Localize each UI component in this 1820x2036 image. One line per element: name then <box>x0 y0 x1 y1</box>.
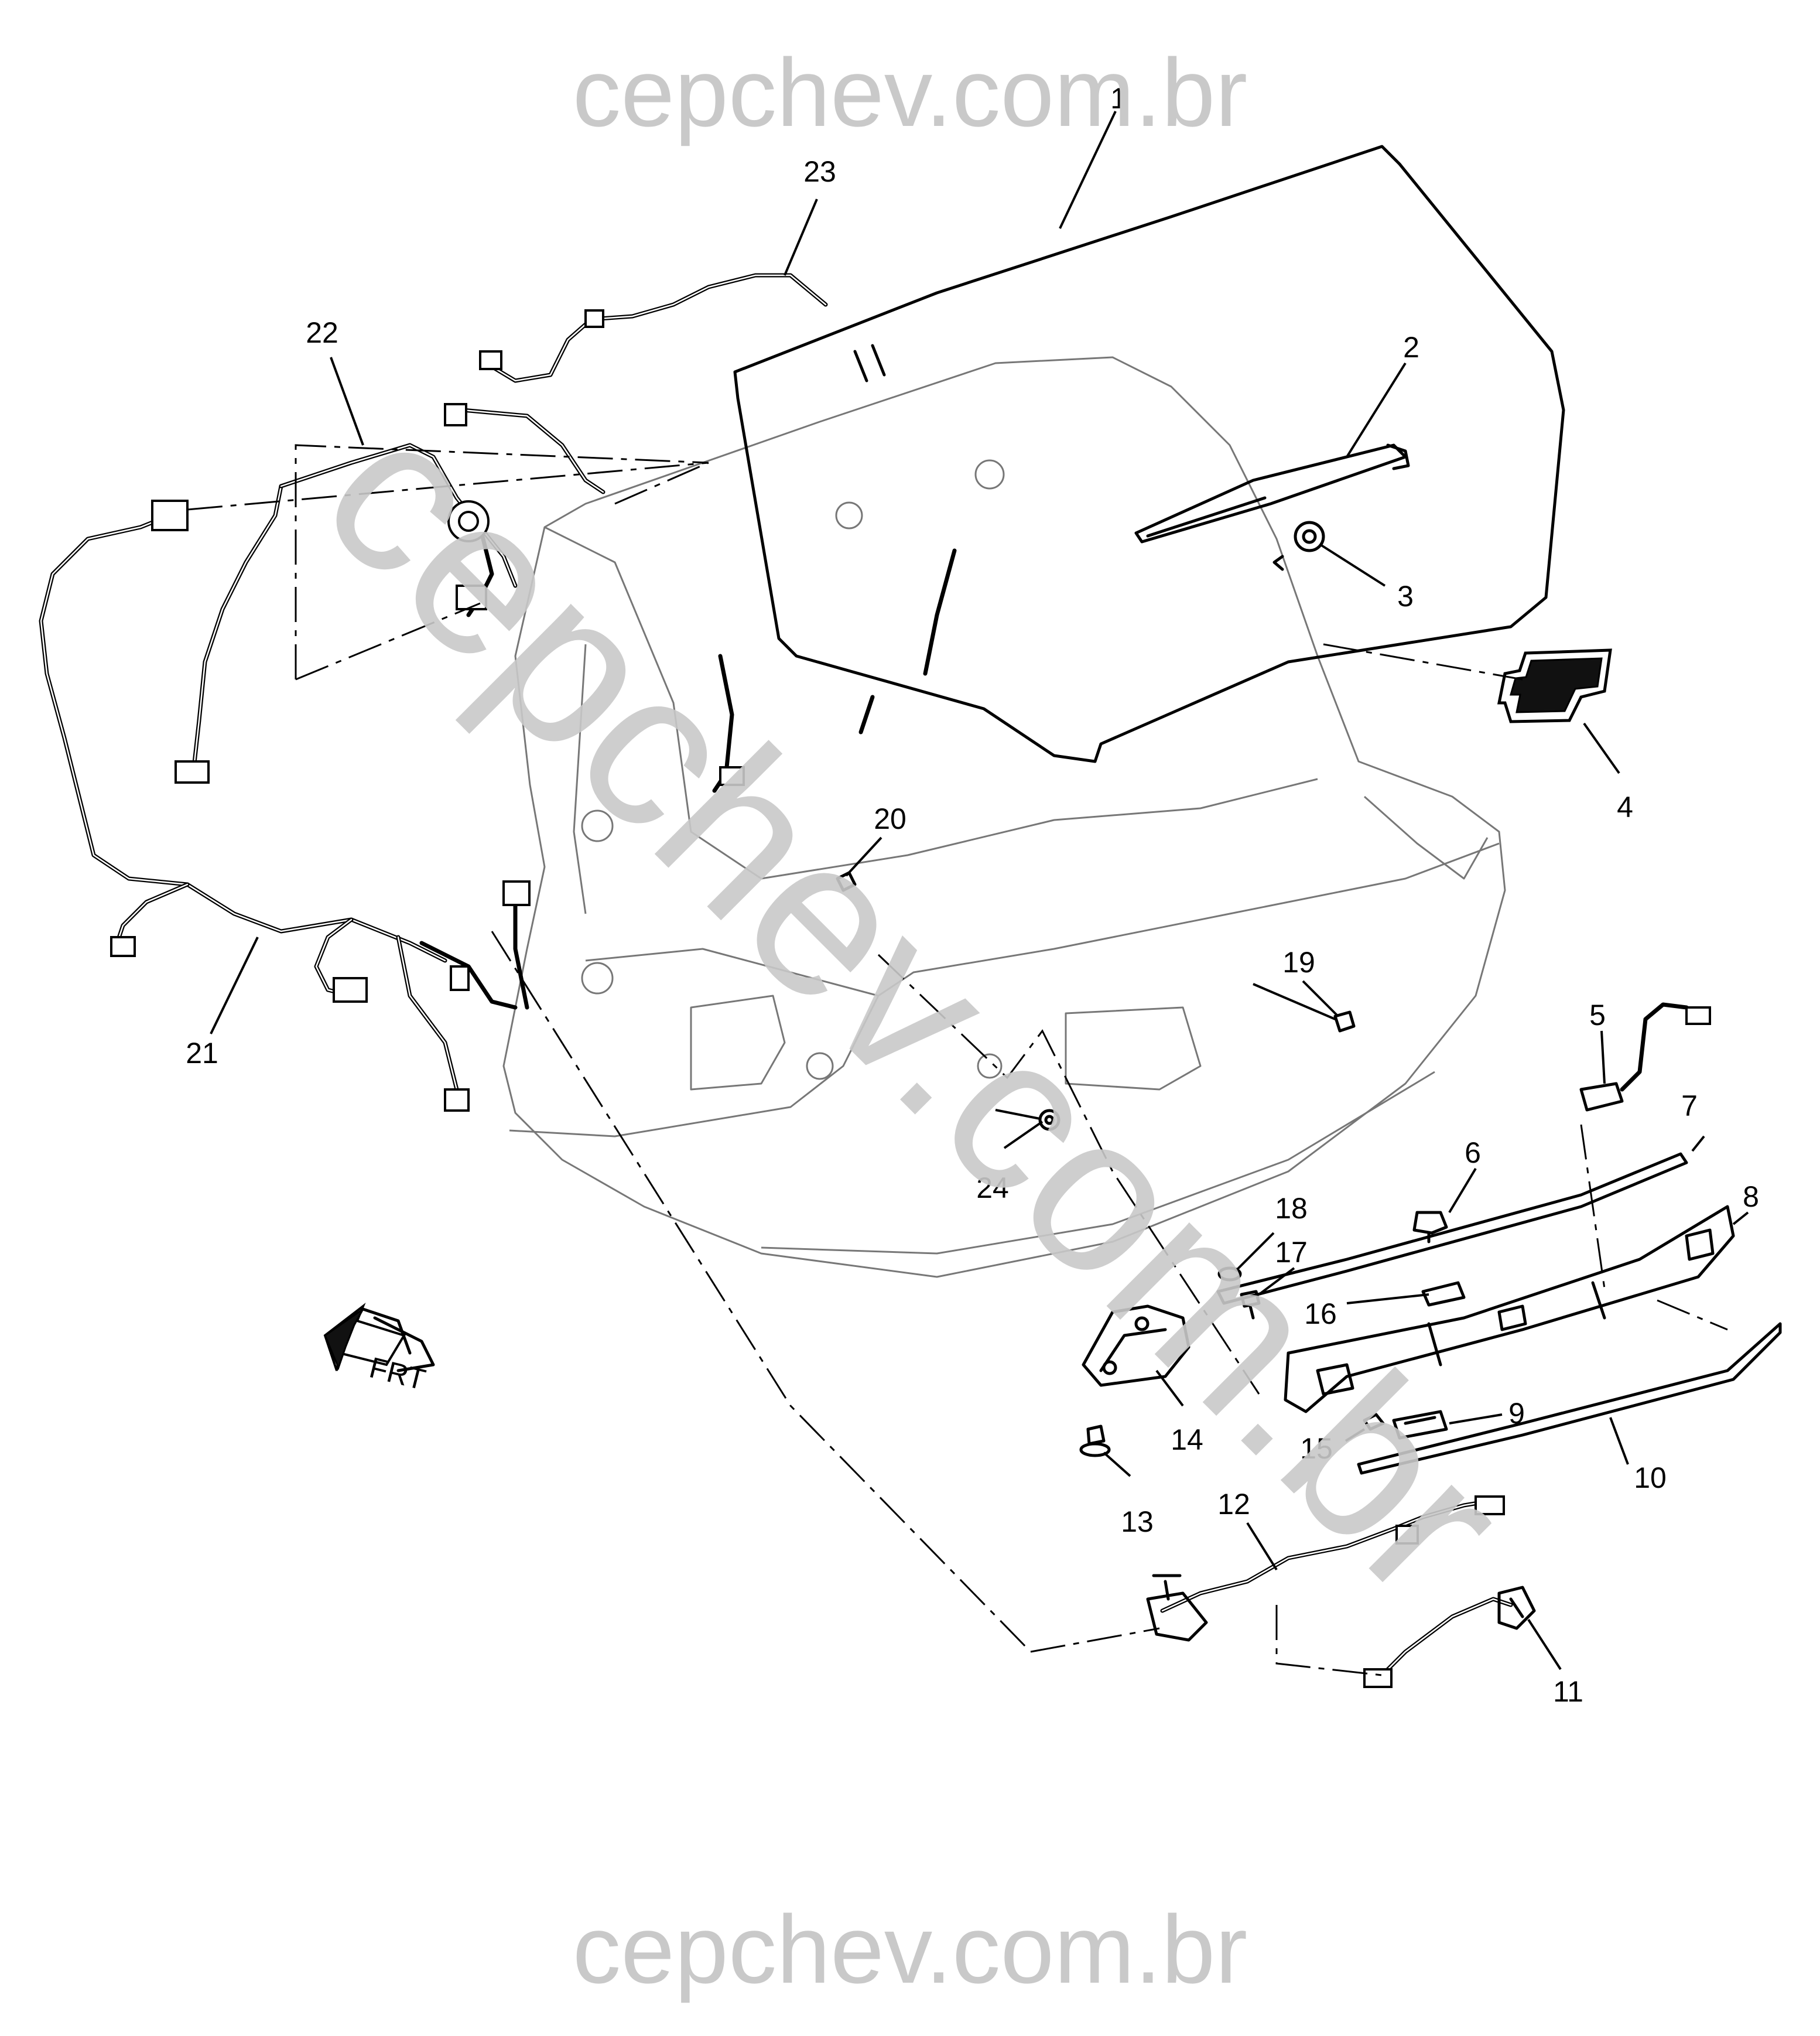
callout-17: 17 <box>1275 1236 1308 1269</box>
applique-panel <box>1284 1205 1735 1413</box>
callout-1: 1 <box>1110 82 1127 115</box>
bowtie-emblem <box>1497 648 1612 723</box>
callout-6: 6 <box>1465 1136 1481 1169</box>
clip-20 <box>836 871 857 892</box>
release-switch-11 <box>1497 1586 1536 1630</box>
nut-24 <box>995 1109 1060 1131</box>
callout-8: 8 <box>1743 1180 1759 1213</box>
bolt-17 <box>1240 1290 1261 1320</box>
rear-window-glass <box>733 145 1565 763</box>
rear-wiper-harness-23 <box>479 273 957 793</box>
callout-12: 12 <box>1217 1488 1250 1521</box>
retainer-clip <box>1412 1211 1448 1244</box>
callout-leaders <box>210 111 1749 1671</box>
lower-molding <box>1357 1322 1782 1475</box>
callout-24: 24 <box>976 1171 1009 1204</box>
callout-16: 16 <box>1304 1297 1337 1330</box>
wiper-arm <box>1134 443 1410 544</box>
liftgate-wiring-harness-22 <box>151 403 605 784</box>
front-direction-arrow-icon <box>323 1302 435 1372</box>
liftgate-latch <box>1082 1304 1190 1387</box>
callout-2: 2 <box>1403 331 1419 364</box>
alignment-lines <box>187 444 1728 1676</box>
callout-21: 21 <box>186 1037 218 1070</box>
callout-14: 14 <box>1171 1423 1203 1456</box>
callout-5: 5 <box>1589 999 1606 1031</box>
watermark-bottom: cepchev.com.br <box>573 1895 1247 2003</box>
callout-18: 18 <box>1275 1192 1308 1225</box>
callout-13: 13 <box>1121 1505 1154 1538</box>
callout-20: 20 <box>874 802 906 835</box>
nut-19 <box>1253 983 1356 1033</box>
callout-23: 23 <box>803 155 836 188</box>
watermark-diagonal: cepchev.com.br <box>277 368 1553 1644</box>
latch-actuator <box>1146 1574 1208 1642</box>
washer-18 <box>1217 1266 1242 1282</box>
liftgate-wiring-harness-21 <box>39 513 531 1112</box>
frt-label: FRT <box>366 1351 429 1396</box>
latch-bolt <box>1079 1424 1111 1457</box>
callout-11: 11 <box>1553 1675 1583 1708</box>
callout-7: 7 <box>1681 1089 1698 1122</box>
lamp-bulb <box>1363 1413 1385 1431</box>
callout-labels: 1 2 3 4 5 6 7 8 9 10 11 12 13 14 15 16 1… <box>186 82 1759 1708</box>
watermark-top: cepchev.com.br <box>573 39 1247 146</box>
upper-molding <box>1216 1152 1688 1305</box>
callout-4: 4 <box>1617 791 1633 824</box>
wiper-grommet <box>1272 521 1325 571</box>
license-lamp <box>1392 1410 1448 1440</box>
callout-9: 9 <box>1508 1397 1525 1430</box>
callout-10: 10 <box>1634 1461 1667 1494</box>
callout-22: 22 <box>306 316 338 349</box>
callout-19: 19 <box>1282 946 1315 979</box>
liftgate-panel <box>502 356 1506 1278</box>
callout-3: 3 <box>1397 580 1414 613</box>
callout-15: 15 <box>1300 1432 1333 1465</box>
liftgate-switch <box>1579 1002 1711 1112</box>
applique-fastener <box>1421 1281 1466 1307</box>
